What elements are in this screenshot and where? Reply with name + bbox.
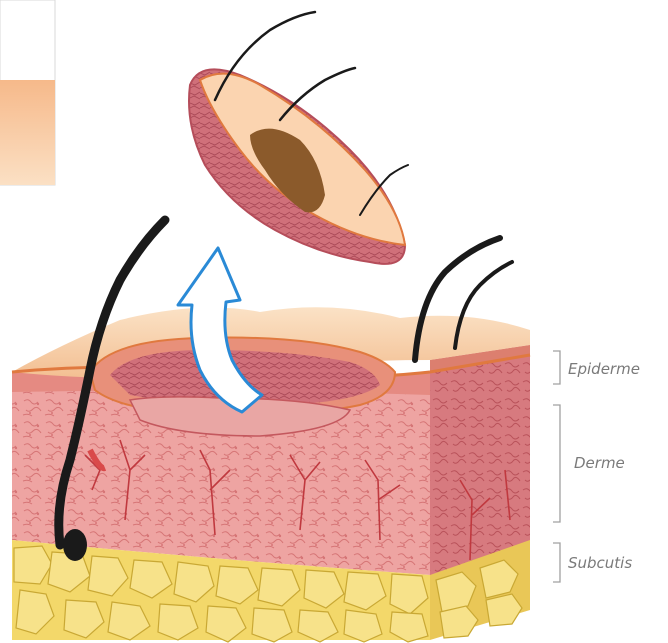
subcutis-bracket: [553, 543, 560, 582]
dermis-label: Derme: [574, 454, 625, 472]
epidermis-bracket: [553, 351, 560, 384]
excised-skin-flap: [189, 12, 408, 264]
subcutis-label: Subcutis: [568, 554, 632, 572]
dermis-bracket: [553, 405, 560, 522]
epidermis-label: Epiderme: [568, 360, 640, 378]
layer-labels: Epiderme Derme Subcutis: [553, 351, 640, 582]
cropped-swatch: [0, 0, 55, 185]
skin-cross-section: [12, 220, 530, 642]
